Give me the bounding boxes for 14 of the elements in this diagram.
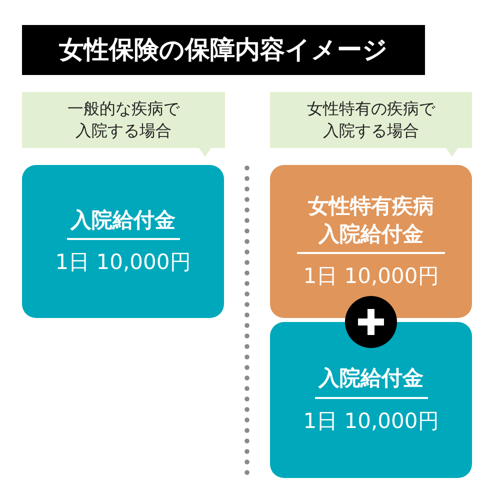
benefit-name: 入院給付金: [314, 365, 428, 399]
benefit-amount: 1日 10,000円: [303, 408, 439, 435]
benefit-card: [270, 165, 472, 318]
speech-bubble: [270, 92, 472, 148]
benefit-name: 入院給付金: [66, 206, 180, 240]
benefit-amount: 1日 10,000円: [55, 249, 191, 276]
speech-bubble: [22, 92, 225, 148]
benefit-card: [22, 165, 224, 318]
benefit-name: 女性特有疾病入院給付金: [297, 193, 445, 254]
bubble-text: 女性特有の疾病で入院する場合: [306, 98, 436, 142]
bubble-text: 一般的な疾病で入院する場合: [66, 98, 181, 142]
benefit-card: [270, 322, 472, 478]
benefit-amount: 1日 10,000円: [303, 262, 439, 290]
title-banner: 女性保険の保障内容イメージ: [22, 25, 425, 75]
